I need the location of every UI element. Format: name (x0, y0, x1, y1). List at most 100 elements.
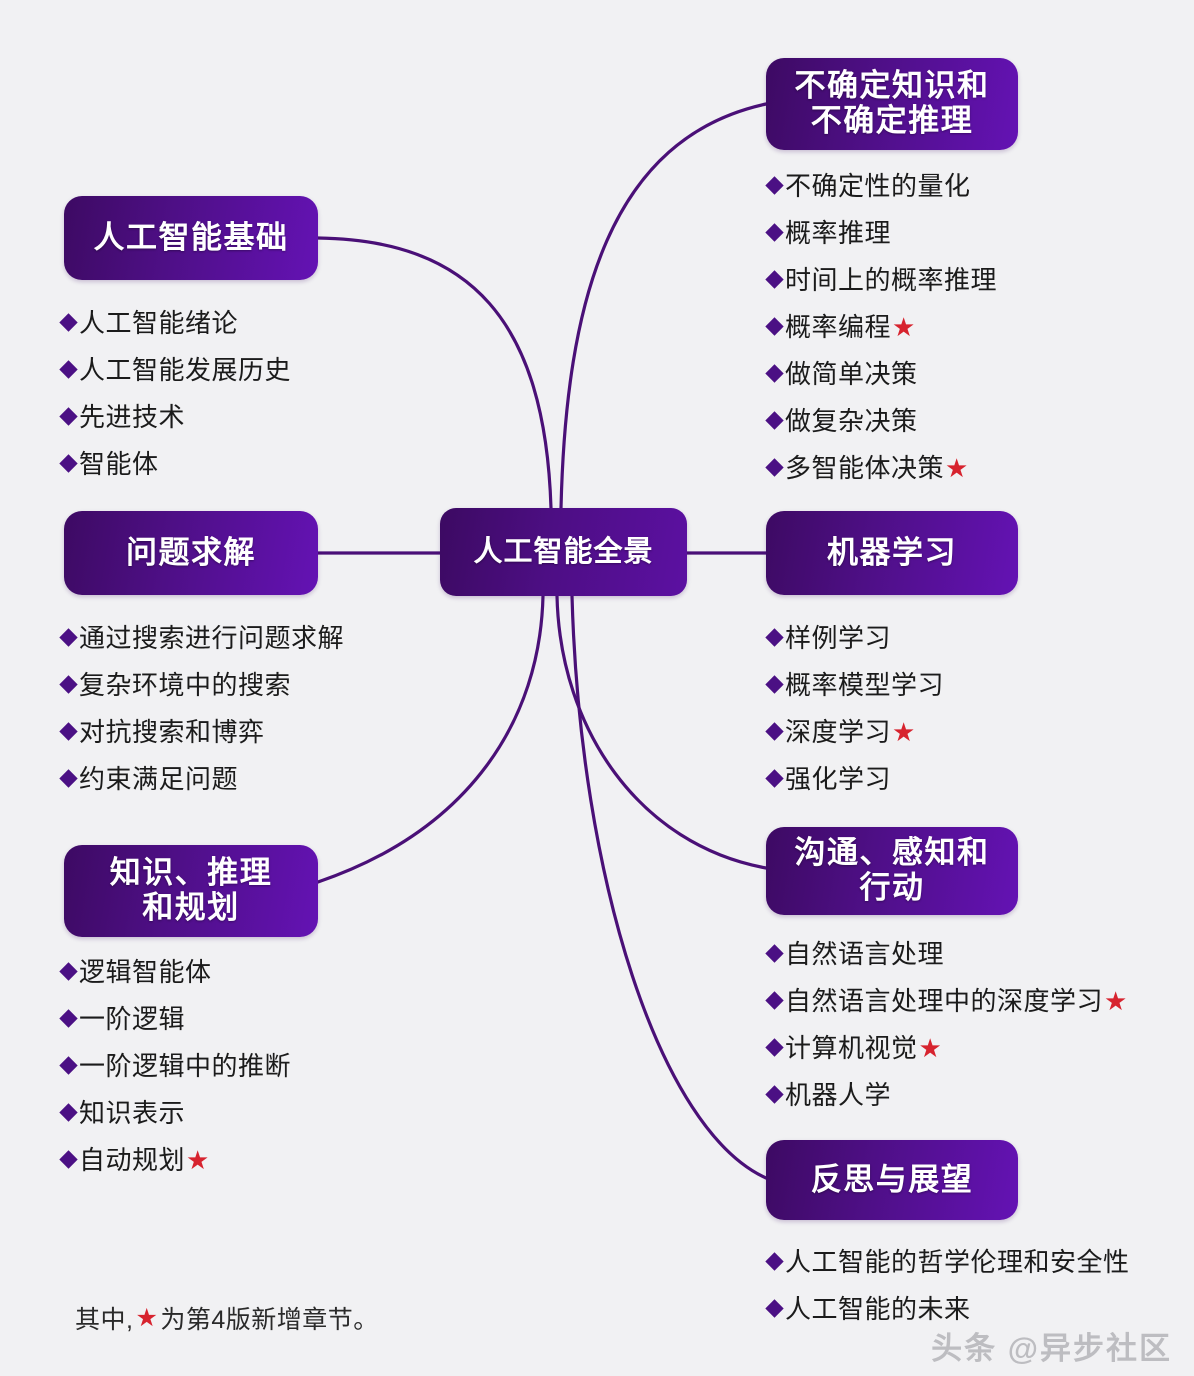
branch-node-label: 人工智能基础 (93, 219, 289, 255)
list-item[interactable]: 深度学习 ★ (765, 712, 944, 759)
diamond-bullet-icon (765, 944, 784, 963)
list-item[interactable]: 做简单决策 (765, 354, 997, 401)
branch-list-ai-foundation: 人工智能绪论 人工智能发展历史 先进技术 智能体 (59, 303, 292, 491)
new-chapter-star-icon: ★ (135, 1304, 159, 1332)
list-item-label: 智能体 (79, 449, 159, 479)
list-item[interactable]: 人工智能的哲学伦理和安全性 (765, 1242, 1130, 1289)
list-item[interactable]: 多智能体决策 ★ (765, 448, 997, 495)
list-item[interactable]: 自然语言处理 (765, 934, 1128, 981)
list-item-label: 逻辑智能体 (79, 957, 212, 987)
list-item-label: 人工智能的哲学伦理和安全性 (785, 1247, 1130, 1277)
list-item[interactable]: 做复杂决策 (765, 401, 997, 448)
list-item[interactable]: 时间上的概率推理 (765, 260, 997, 307)
link-knowledge-reasoning-planning (316, 594, 545, 884)
diamond-bullet-icon (59, 1009, 78, 1028)
list-item[interactable]: 通过搜索进行问题求解 (59, 618, 345, 665)
list-item-label: 先进技术 (79, 402, 186, 432)
list-item-label: 自然语言处理 (785, 939, 945, 969)
branch-list-uncertain-knowledge-reasoning: 不确定性的量化 概率推理 时间上的概率推理 概率编程 ★ 做简单决策 做复杂决策… (765, 166, 997, 495)
diamond-bullet-icon (765, 1038, 784, 1057)
list-item[interactable]: 知识表示 (59, 1093, 291, 1140)
diamond-bullet-icon (59, 675, 78, 694)
list-item[interactable]: 计算机视觉 ★ (765, 1028, 1128, 1075)
list-item[interactable]: 一阶逻辑 (59, 999, 291, 1046)
diamond-bullet-icon (765, 769, 784, 788)
list-item[interactable]: 概率推理 (765, 213, 997, 260)
list-item-label: 做简单决策 (785, 359, 918, 389)
branch-node-reflection-outlook[interactable]: 反思与展望 (766, 1140, 1018, 1220)
diamond-bullet-icon (59, 407, 78, 426)
list-item[interactable]: 一阶逻辑中的推断 (59, 1046, 292, 1093)
list-item-label: 计算机视觉 (785, 1033, 918, 1063)
list-item[interactable]: 不确定性的量化 (765, 166, 997, 213)
branch-node-label: 反思与展望 (810, 1161, 974, 1197)
new-chapter-star-icon: ★ (1104, 986, 1128, 1016)
list-item-label: 不确定性的量化 (785, 171, 971, 201)
list-item-label: 强化学习 (785, 764, 892, 794)
diamond-bullet-icon (59, 962, 78, 981)
list-item-label: 一阶逻辑 (79, 1004, 186, 1034)
list-item-label: 概率编程 (785, 312, 892, 342)
diamond-bullet-icon (765, 1085, 784, 1104)
legend-footnote: 其中, ★ 为第4版新增章节。 (75, 1300, 379, 1336)
list-item[interactable]: 机器人学 (765, 1075, 1128, 1122)
list-item[interactable]: 约束满足问题 (59, 759, 344, 806)
diamond-bullet-icon (59, 628, 78, 647)
branch-node-label: 问题求解 (126, 534, 256, 570)
list-item[interactable]: 人工智能绪论 (59, 303, 291, 350)
diamond-bullet-icon (765, 1252, 784, 1271)
list-item[interactable]: 逻辑智能体 (59, 952, 291, 999)
branch-node-knowledge-reasoning-planning[interactable]: 知识、推理 和规划 (64, 845, 318, 937)
list-item[interactable]: 对抗搜索和博弈 (59, 712, 344, 759)
list-item[interactable]: 概率编程 ★ (765, 307, 997, 354)
branch-node-uncertain-knowledge-reasoning[interactable]: 不确定知识和 不确定推理 (766, 58, 1018, 150)
list-item[interactable]: 人工智能的未来 (765, 1289, 1130, 1336)
branch-node-ai-foundation[interactable]: 人工智能基础 (64, 196, 318, 280)
diamond-bullet-icon (59, 1056, 78, 1075)
list-item-label: 约束满足问题 (79, 764, 239, 794)
center-node[interactable]: 人工智能全景 (440, 508, 687, 596)
branch-node-label: 机器学习 (827, 534, 957, 570)
branch-list-problem-solving: 通过搜索进行问题求解 复杂环境中的搜索 对抗搜索和博弈 约束满足问题 (59, 618, 345, 806)
footnote-suffix: 为第4版新增章节。 (160, 1306, 379, 1334)
list-item-label: 样例学习 (785, 623, 892, 653)
diamond-bullet-icon (765, 458, 784, 477)
new-chapter-star-icon: ★ (945, 453, 969, 483)
new-chapter-star-icon: ★ (918, 1033, 943, 1063)
diamond-bullet-icon (765, 411, 784, 430)
list-item[interactable]: 先进技术 (59, 397, 291, 444)
branch-node-label: 沟通、感知和 行动 (794, 835, 990, 905)
list-item[interactable]: 概率模型学习 (765, 665, 945, 712)
diamond-bullet-icon (765, 991, 784, 1010)
list-item[interactable]: 样例学习 (765, 618, 944, 665)
diamond-bullet-icon (765, 1299, 784, 1318)
branch-node-problem-solving[interactable]: 问题求解 (64, 511, 318, 595)
list-item[interactable]: 智能体 (59, 444, 291, 491)
list-item[interactable]: 复杂环境中的搜索 (59, 665, 344, 712)
new-chapter-star-icon: ★ (892, 717, 916, 747)
list-item-label: 自然语言处理中的深度学习 (785, 986, 1104, 1016)
diamond-bullet-icon (765, 176, 784, 195)
list-item-label: 机器人学 (785, 1080, 892, 1110)
list-item[interactable]: 自动规划 ★ (59, 1140, 291, 1187)
list-item[interactable]: 人工智能发展历史 (59, 350, 292, 397)
diamond-bullet-icon (59, 454, 78, 473)
diamond-bullet-icon (59, 1103, 78, 1122)
branch-node-label: 不确定知识和 不确定推理 (794, 68, 990, 138)
branch-node-machine-learning[interactable]: 机器学习 (766, 511, 1018, 595)
list-item[interactable]: 自然语言处理中的深度学习 ★ (765, 981, 1128, 1028)
diamond-bullet-icon (765, 628, 784, 647)
list-item-label: 一阶逻辑中的推断 (79, 1051, 292, 1081)
link-uncertain (559, 102, 768, 510)
diamond-bullet-icon (765, 317, 784, 336)
diamond-bullet-icon (765, 675, 784, 694)
list-item[interactable]: 强化学习 (765, 759, 944, 806)
branch-node-communication-perception-action[interactable]: 沟通、感知和 行动 (766, 827, 1018, 915)
list-item-label: 概率模型学习 (785, 670, 945, 700)
list-item-label: 复杂环境中的搜索 (79, 670, 292, 700)
list-item-label: 通过搜索进行问题求解 (79, 623, 345, 653)
branch-list-communication-perception-action: 自然语言处理 自然语言处理中的深度学习 ★ 计算机视觉 ★ 机器人学 (765, 934, 1128, 1122)
new-chapter-star-icon: ★ (186, 1145, 210, 1175)
list-item-label: 人工智能发展历史 (79, 355, 292, 385)
